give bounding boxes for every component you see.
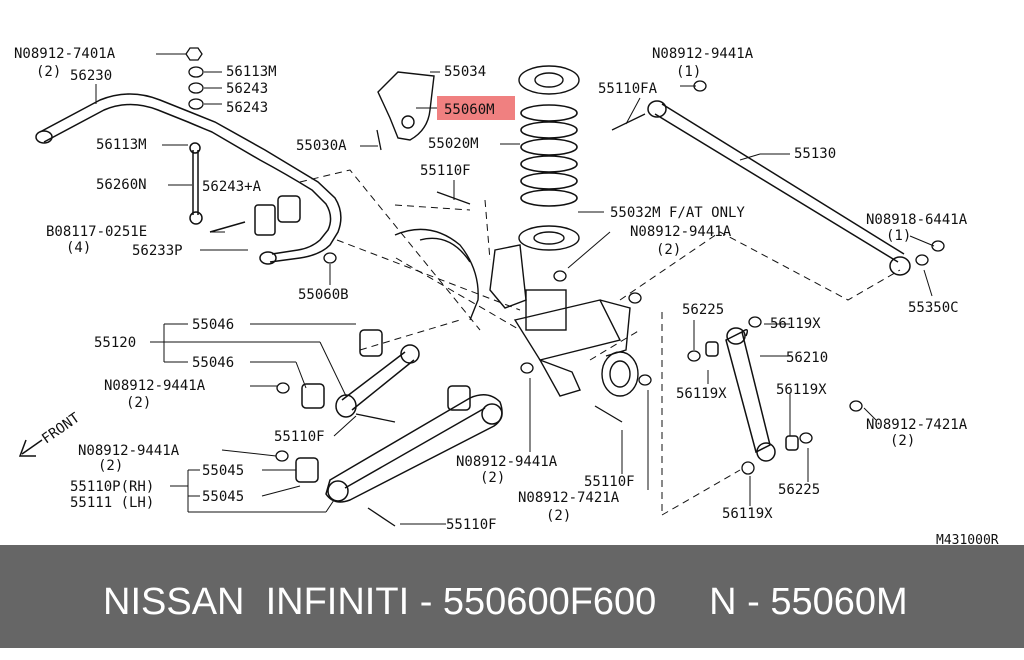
diagram-code: M431000R bbox=[936, 533, 999, 545]
callout-55110f: 55110F bbox=[274, 429, 325, 445]
callout-55110p-rh: 55110P(RH) bbox=[70, 479, 154, 495]
callout-n08918-6441a: N08918-6441A bbox=[866, 212, 968, 228]
callout-front: FRONT bbox=[39, 410, 83, 448]
callout-56210: 56210 bbox=[786, 350, 828, 366]
highlight-box bbox=[437, 96, 515, 120]
lateral-rod-drawing bbox=[647, 100, 911, 276]
callout-qty: (2) bbox=[98, 458, 123, 474]
bump-stopper-drawing bbox=[377, 71, 435, 141]
lower-link-drawing bbox=[295, 385, 503, 503]
callout-56119x: 56119X bbox=[722, 506, 773, 522]
upper-link-drawing bbox=[301, 329, 420, 418]
callout-55060m: 55060M bbox=[444, 102, 495, 118]
callout-n08912-7401a: N08912-7401A bbox=[14, 46, 116, 62]
callout-n08912-7421a: N08912-7421A bbox=[866, 417, 968, 433]
coil-spring-drawing bbox=[520, 104, 578, 207]
callout-56113m: 56113M bbox=[226, 64, 277, 80]
callout-56243-a: 56243+A bbox=[202, 179, 262, 195]
callout-55110f: 55110F bbox=[584, 474, 635, 490]
spring-seat-drawing bbox=[518, 65, 580, 251]
stabilizer-bar-drawing bbox=[35, 93, 342, 265]
callout-55045: 55045 bbox=[202, 463, 244, 479]
callout-labels: N08912-7401A (2) 56230 56113M 56243 5624… bbox=[14, 46, 999, 548]
callout-qty: (2) bbox=[890, 433, 915, 449]
callout-56119x: 56119X bbox=[676, 386, 727, 402]
callout-55110fa: 55110FA bbox=[598, 81, 658, 97]
callout-56243: 56243 bbox=[226, 81, 268, 97]
callout-55110f: 55110F bbox=[446, 517, 497, 533]
callout-qty: (2) bbox=[546, 508, 571, 524]
callout-55032m-f-at-only: 55032M F/AT ONLY bbox=[610, 205, 745, 221]
callout-55030a: 55030A bbox=[296, 138, 347, 154]
callout-n08912-9441a: N08912-9441A bbox=[652, 46, 754, 62]
callout-n08912-9441a: N08912-9441A bbox=[78, 443, 180, 459]
parts-diagram: N08912-7401A (2) 56230 56113M 56243 5624… bbox=[14, 46, 999, 548]
callout-55060b: 55060B bbox=[298, 287, 349, 303]
callout-qty: (2) bbox=[656, 242, 681, 258]
callout-55020m: 55020M bbox=[428, 136, 479, 152]
callout-b08117-0251e: B08117-0251E bbox=[46, 224, 147, 240]
callout-56225: 56225 bbox=[778, 482, 820, 498]
callout-55111-lh: 55111 (LH) bbox=[70, 495, 154, 511]
rear-axle-drawing bbox=[394, 228, 639, 397]
callout-56243: 56243 bbox=[226, 100, 268, 116]
front-arrow-icon bbox=[18, 439, 43, 457]
callout-55120: 55120 bbox=[94, 335, 136, 351]
callout-n08912-7421a: N08912-7421A bbox=[518, 490, 620, 506]
reference-dashed-lines bbox=[299, 169, 901, 516]
callout-55130: 55130 bbox=[794, 146, 836, 162]
callout-n08912-9441a: N08912-9441A bbox=[456, 454, 558, 470]
callout-55045: 55045 bbox=[202, 489, 244, 505]
callout-56119x: 56119X bbox=[770, 316, 821, 332]
callout-56119x: 56119X bbox=[776, 382, 827, 398]
callout-55046: 55046 bbox=[192, 355, 234, 371]
callout-55034: 55034 bbox=[444, 64, 486, 80]
part-number-text: NISSAN INFINITI - 550600F600 N - 55060M bbox=[103, 581, 908, 623]
callout-56233p: 56233P bbox=[132, 243, 183, 259]
callout-56260n: 56260N bbox=[96, 177, 147, 193]
callout-qty: (2) bbox=[480, 470, 505, 486]
callout-qty: (1) bbox=[886, 228, 911, 244]
callout-qty: (4) bbox=[66, 240, 91, 256]
callout-56225: 56225 bbox=[682, 302, 724, 318]
small-fasteners-drawing bbox=[185, 47, 945, 527]
callout-56113m: 56113M bbox=[96, 137, 147, 153]
callout-56230: 56230 bbox=[70, 68, 112, 84]
part-number-banner: NISSAN INFINITI - 550600F600 N - 55060M bbox=[0, 545, 1024, 648]
shock-absorber-drawing bbox=[705, 327, 799, 462]
callout-55046: 55046 bbox=[192, 317, 234, 333]
callout-55350c: 55350C bbox=[908, 300, 959, 316]
parts-diagram-svg: N08912-7401A (2) 56230 56113M 56243 5624… bbox=[14, 46, 999, 548]
callout-qty: (2) bbox=[126, 395, 151, 411]
callout-n08912-9441a: N08912-9441A bbox=[630, 224, 732, 240]
callout-55110f: 55110F bbox=[420, 163, 471, 179]
callout-qty: (2) bbox=[36, 64, 61, 80]
callout-n08912-9441a: N08912-9441A bbox=[104, 378, 206, 394]
callout-qty: (1) bbox=[676, 64, 701, 80]
leader-lines bbox=[95, 53, 935, 525]
